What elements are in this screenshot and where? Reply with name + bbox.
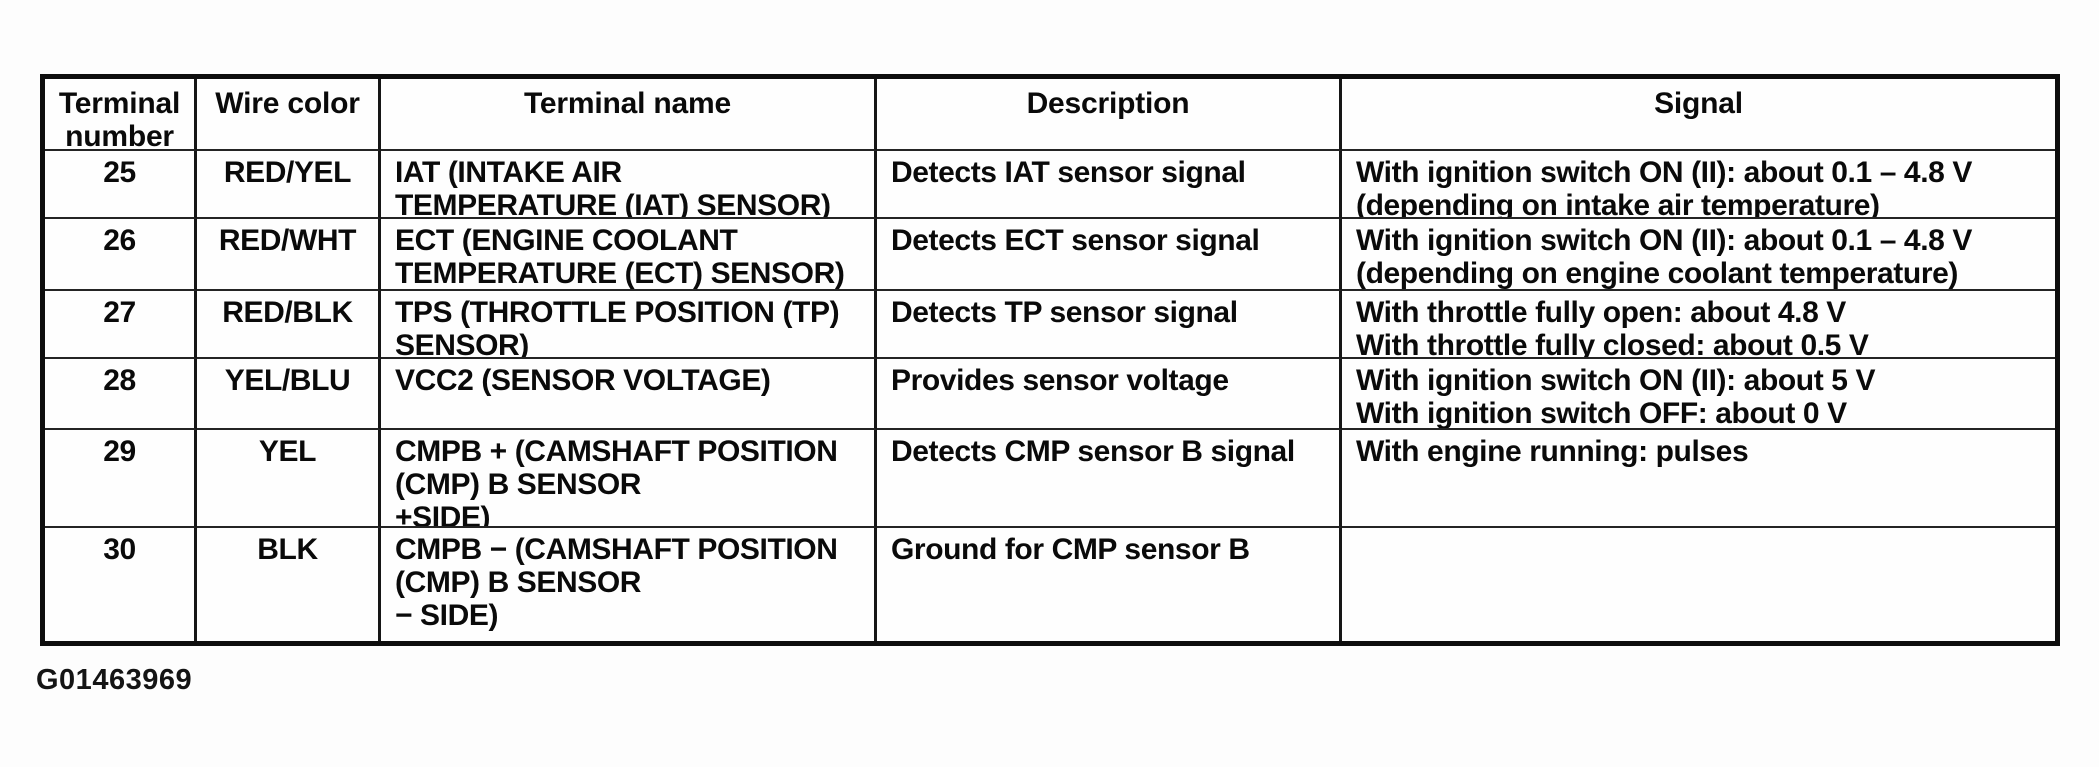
cell-signal: With ignition switch ON (II): about 0.1 … [1342, 219, 2055, 291]
cell-wire-color: RED/YEL [197, 151, 381, 219]
col-header-description: Description [877, 79, 1342, 151]
col-header-terminal-number: Terminal number [45, 79, 197, 151]
cell-wire-color: YEL [197, 430, 381, 528]
cell-description: Provides sensor voltage [877, 359, 1342, 430]
cell-description: Detects ECT sensor signal [877, 219, 1342, 291]
cell-terminal-number: 25 [45, 151, 197, 219]
col-header-terminal-name: Terminal name [381, 79, 877, 151]
terminal-spec-table: Terminal number Wire color Terminal name… [40, 74, 2060, 646]
cell-terminal-number: 29 [45, 430, 197, 528]
cell-wire-color: RED/WHT [197, 219, 381, 291]
cell-description: Detects CMP sensor B signal [877, 430, 1342, 528]
cell-terminal-name: VCC2 (SENSOR VOLTAGE) [381, 359, 877, 430]
cell-terminal-number: 27 [45, 291, 197, 359]
cell-signal: With engine running: pulses [1342, 430, 2055, 528]
cell-signal [1342, 528, 2055, 641]
col-header-signal: Signal [1342, 79, 2055, 151]
cell-wire-color: YEL/BLU [197, 359, 381, 430]
cell-terminal-name: ECT (ENGINE COOLANT TEMPERATURE (ECT) SE… [381, 219, 877, 291]
figure-id-caption: G01463969 [36, 664, 193, 696]
cell-wire-color: BLK [197, 528, 381, 641]
cell-description: Detects TP sensor signal [877, 291, 1342, 359]
cell-terminal-number: 26 [45, 219, 197, 291]
cell-terminal-name: CMPB − (CAMSHAFT POSITION (CMP) B SENSOR… [381, 528, 877, 641]
cell-terminal-number: 28 [45, 359, 197, 430]
cell-terminal-name: CMPB + (CAMSHAFT POSITION (CMP) B SENSOR… [381, 430, 877, 528]
cell-signal: With ignition switch ON (II): about 5 V … [1342, 359, 2055, 430]
cell-signal: With ignition switch ON (II): about 0.1 … [1342, 151, 2055, 219]
cell-terminal-name: TPS (THROTTLE POSITION (TP) SENSOR) [381, 291, 877, 359]
col-header-wire-color: Wire color [197, 79, 381, 151]
cell-signal: With throttle fully open: about 4.8 V Wi… [1342, 291, 2055, 359]
cell-description: Detects IAT sensor signal [877, 151, 1342, 219]
cell-terminal-number: 30 [45, 528, 197, 641]
cell-wire-color: RED/BLK [197, 291, 381, 359]
cell-terminal-name: IAT (INTAKE AIR TEMPERATURE (IAT) SENSOR… [381, 151, 877, 219]
cell-description: Ground for CMP sensor B [877, 528, 1342, 641]
